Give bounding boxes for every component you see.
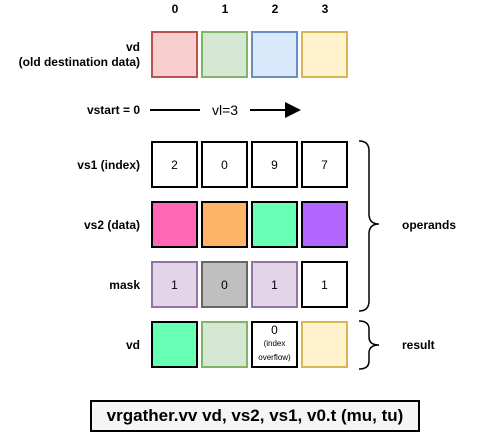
index-label-2: 2 (271, 2, 279, 16)
mask-cell-2: 1 (251, 261, 298, 308)
vd-result-cell-2-note-line1: (index (263, 339, 286, 349)
operands-brace-path (358, 140, 380, 312)
vd-old-cell-1 (201, 31, 248, 78)
vs1-label: vs1 (index) (77, 158, 140, 172)
vl-arrow (150, 102, 301, 118)
operands-label: operands (402, 218, 457, 232)
instruction-caption: vrgather.vv vd, vs2, vs1, v0.t (mu, tu) (90, 400, 420, 432)
vstart-label: vstart = 0 (86, 103, 140, 117)
mask-cell-3: 1 (301, 261, 348, 308)
vd-result-cell-2: 0 (index overflow) (251, 321, 298, 368)
vs1-cell-3: 7 (301, 141, 348, 188)
vd-result-cell-2-content: 0 (index overflow) (258, 322, 291, 365)
vd-result-label: vd (125, 338, 140, 352)
vd-result-cell-1 (201, 321, 248, 368)
vd-old-label-line2: (old destination data) (18, 55, 140, 69)
vs2-cell-1 (201, 201, 248, 248)
vd-result-cell-3 (301, 321, 348, 368)
index-label-1: 1 (221, 2, 229, 16)
vd-result-cell-2-note-line2: overflow) (258, 353, 291, 363)
operands-brace (358, 140, 380, 312)
vs2-cell-0 (151, 201, 198, 248)
vl-arrow-head (285, 102, 301, 118)
vs1-cell-2: 9 (251, 141, 298, 188)
mask-label: mask (109, 278, 140, 292)
vs1-cell-1: 0 (201, 141, 248, 188)
vs1-cell-0: 2 (151, 141, 198, 188)
vd-old-cell-0 (151, 31, 198, 78)
mask-cell-1: 0 (201, 261, 248, 308)
mask-cell-0: 1 (151, 261, 198, 308)
index-label-3: 3 (321, 2, 329, 16)
vd-old-label-line1: vd (125, 40, 140, 54)
result-label: result (402, 338, 435, 352)
vs2-label: vs2 (data) (83, 218, 140, 232)
result-brace (358, 320, 380, 370)
vs2-cell-3 (301, 201, 348, 248)
vd-old-cell-3 (301, 31, 348, 78)
vs2-cell-2 (251, 201, 298, 248)
vd-old-label: vd (old destination data) (0, 40, 140, 70)
vd-result-cell-0 (151, 321, 198, 368)
vd-result-cell-2-value: 0 (271, 322, 278, 337)
vl-label: vl=3 (211, 102, 239, 118)
result-brace-path (358, 320, 380, 370)
index-label-0: 0 (171, 2, 179, 16)
vd-old-cell-2 (251, 31, 298, 78)
